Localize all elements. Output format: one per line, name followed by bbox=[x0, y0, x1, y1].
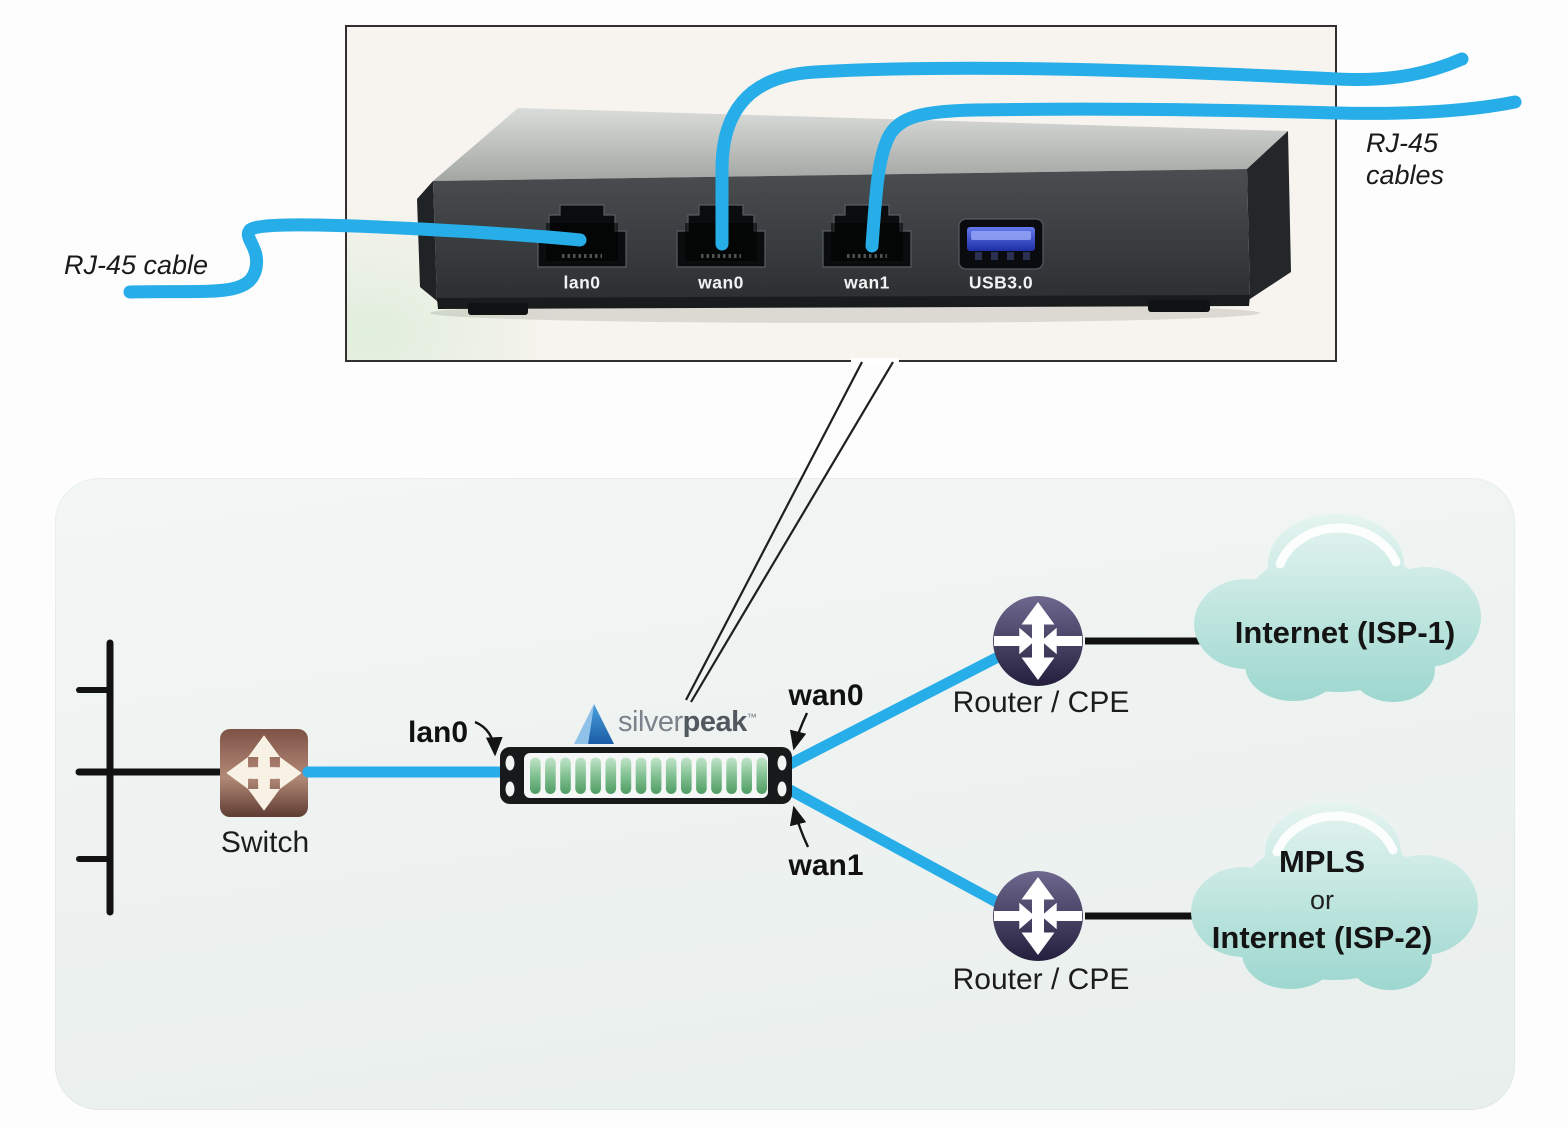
lan0-cable bbox=[123, 218, 587, 299]
brand-tm: ™ bbox=[746, 712, 757, 724]
wan1-pointer-arrow bbox=[789, 805, 810, 848]
device-foot bbox=[1148, 300, 1210, 312]
lan0-pointer-arrow bbox=[474, 720, 503, 757]
router-cpe-label-top: Router / CPE bbox=[952, 686, 1130, 719]
rj45-cables-line2: cables bbox=[1366, 159, 1445, 190]
router-icon-top bbox=[993, 596, 1083, 686]
photo-port-label-wan0: wan0 bbox=[698, 272, 744, 293]
silverpeak-brand: silverpeak™ bbox=[572, 700, 772, 748]
wan0-cable bbox=[715, 52, 1469, 251]
photo-callout-lines bbox=[685, 361, 894, 703]
rj45-cables-label-right: RJ-45 cables bbox=[1366, 128, 1444, 192]
photo-port-label-wan1: wan1 bbox=[844, 272, 890, 293]
usb-port bbox=[958, 218, 1044, 270]
brand-word-peak: peak bbox=[682, 706, 748, 738]
rj45-cables-line1: RJ-45 bbox=[1366, 128, 1439, 158]
lan-segment bbox=[75, 639, 226, 916]
switch-label: Switch bbox=[220, 826, 310, 859]
brand-word-silver: silver bbox=[618, 706, 683, 738]
silverpeak-appliance bbox=[500, 747, 792, 804]
diagram-lan0-label: lan0 bbox=[407, 716, 469, 749]
router-icon-bottom bbox=[993, 871, 1083, 961]
silverpeak-logo-icon bbox=[574, 704, 614, 744]
border-gap bbox=[851, 358, 899, 366]
cloud-internet-isp1 bbox=[1194, 514, 1481, 702]
led-bars bbox=[530, 757, 768, 794]
wan1-cable bbox=[865, 95, 1522, 253]
rj45-cable-label-left: RJ-45 cable bbox=[64, 250, 209, 280]
photo-port-label-usb: USB3.0 bbox=[968, 272, 1034, 293]
switch-icon bbox=[220, 729, 308, 817]
diagram-wan1-label: wan1 bbox=[788, 849, 864, 882]
wan0-pointer-arrow bbox=[789, 712, 809, 751]
device-foot bbox=[468, 303, 528, 315]
cloud-mpls-line: MPLS bbox=[1278, 844, 1366, 879]
device-left-face bbox=[417, 181, 437, 301]
cloud-isp2-line: Internet (ISP-2) bbox=[1211, 920, 1433, 955]
photo-port-label-lan0: lan0 bbox=[563, 272, 601, 293]
link-wan0-to-router bbox=[784, 650, 1006, 770]
cloud-or-line: or bbox=[1309, 885, 1334, 915]
device-top-face bbox=[433, 108, 1288, 181]
device-right-face bbox=[1247, 131, 1291, 299]
link-wan1-to-router bbox=[784, 784, 1008, 911]
router-cloud-links bbox=[1085, 637, 1200, 920]
device-base bbox=[437, 295, 1250, 309]
cloud-label-internet-isp1: Internet (ISP-1) bbox=[1234, 615, 1456, 650]
cloud-label-mpls-isp2: MPLS or Internet (ISP-2) bbox=[1212, 843, 1432, 957]
silverpeak-wordmark: silverpeak™ bbox=[618, 706, 757, 739]
router-cpe-label-bottom: Router / CPE bbox=[952, 963, 1130, 996]
appliance-photo bbox=[123, 52, 1522, 323]
diagram-wan0-label: wan0 bbox=[788, 679, 864, 712]
